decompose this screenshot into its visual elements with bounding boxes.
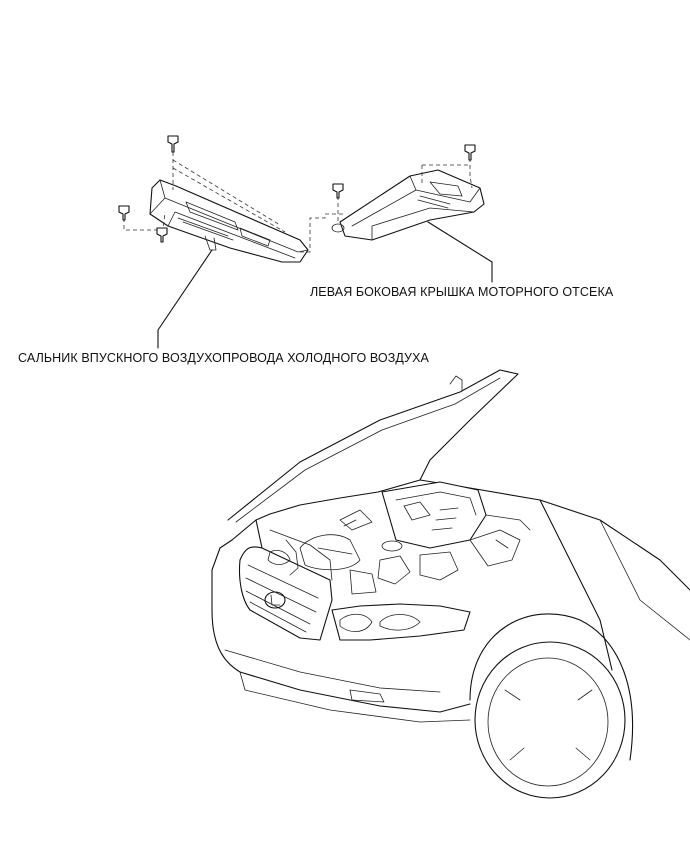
cover-assembly-lines <box>300 158 473 253</box>
engine-side-cover-label: ЛЕВАЯ БОКОВАЯ КРЫШКА МОТОРНОГО ОТСЕКА <box>310 285 614 299</box>
clip-icon <box>156 227 168 243</box>
leader-line-intake-seal <box>157 249 213 349</box>
intake-duct-seal-label: САЛЬНИК ВПУСКНОГО ВОЗДУХОПРОВОДА ХОЛОДНО… <box>18 351 429 365</box>
vehicle-front-illustration <box>211 369 690 799</box>
clip-icon <box>167 135 179 153</box>
clip-icon <box>464 144 476 161</box>
intake-seal-assembly-lines <box>123 152 286 241</box>
engine-side-cover-part <box>331 169 485 241</box>
lexus-emblem-icon <box>264 591 286 609</box>
clip-icon <box>118 205 130 221</box>
clip-icon <box>332 183 344 199</box>
intake-duct-seal-part <box>149 179 309 263</box>
leader-line-engine-cover <box>427 221 493 283</box>
